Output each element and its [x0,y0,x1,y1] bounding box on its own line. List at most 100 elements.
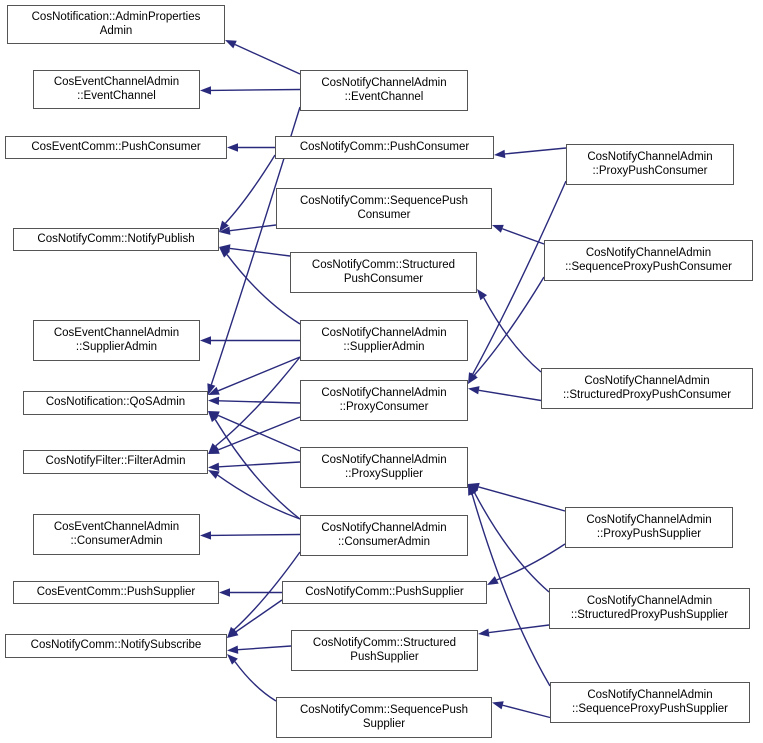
class-node-label: CosNotification::QoSAdmin [45,396,186,409]
inheritance-edge [219,244,291,257]
class-node[interactable]: CosNotifyComm::NotifySubscribe [5,634,227,658]
class-node[interactable]: CosNotifyChannelAdmin ::ProxyPushSupplie… [565,507,733,548]
inheritance-edge [492,224,545,245]
class-node[interactable]: CosNotifyComm::PushConsumer [275,136,494,159]
class-node-label: CosNotifyComm::PushSupplier [305,585,464,598]
inheritance-edge [477,289,542,373]
inheritance-edge [219,224,277,235]
class-node[interactable]: CosNotifyComm::Structured PushConsumer [290,252,477,293]
arrowhead [219,247,230,258]
arrowhead [208,386,220,395]
arrowhead [494,149,506,159]
class-node-label: CosNotifyComm::SequencePush Consumer [299,195,469,221]
arrowhead [200,86,212,95]
class-node-label: CosNotifyComm::NotifyPublish [37,232,195,245]
class-node[interactable]: CosNotifyComm::SequencePush Consumer [276,188,492,229]
arrowhead [227,628,239,638]
class-node-label: CosNotifyChannelAdmin ::ConsumerAdmin [321,522,447,548]
class-node-label: CosNotifyComm::Structured PushSupplier [312,637,457,663]
class-node-label: CosNotifyChannelAdmin ::SequenceProxyPus… [565,247,732,273]
inheritance-edge [468,386,542,402]
class-node[interactable]: CosNotifyChannelAdmin ::ProxyConsumer [300,380,468,421]
inheritance-edge [200,336,300,345]
class-node-label: CosNotifyComm::Structured PushConsumer [311,259,456,285]
class-node-label: CosNotifyChannelAdmin ::StructuredProxyP… [562,375,732,401]
class-node-label: CosEventComm::PushConsumer [31,140,201,153]
inheritance-edge [219,588,282,597]
arrowhead [200,531,212,540]
class-node[interactable]: CosNotifyChannelAdmin ::SequenceProxyPus… [544,240,753,281]
class-node[interactable]: CosEventChannelAdmin ::SupplierAdmin [33,320,200,361]
arrowhead [225,40,237,49]
inheritance-edge [208,356,301,454]
class-node-label: CosNotifyFilter::FilterAdmin [45,455,186,468]
class-node[interactable]: CosNotifyComm::Structured PushSupplier [291,630,478,671]
class-node[interactable]: CosNotifyChannelAdmin ::ProxyPushConsume… [566,144,734,185]
inheritance-edge [227,599,283,638]
class-node-label: CosNotifyComm::SequencePush Supplier [299,704,469,730]
class-node[interactable]: CosNotifyChannelAdmin ::StructuredProxyP… [549,588,750,629]
arrowhead [468,482,480,491]
arrowhead [478,628,490,637]
class-node[interactable]: CosEventComm::PushConsumer [5,136,227,159]
inheritance-edge [225,40,301,75]
class-node-label: CosEventComm::PushSupplier [36,585,196,598]
class-node[interactable]: CosNotifyChannelAdmin ::EventChannel [300,70,468,111]
arrowhead [208,445,220,454]
class-node-label: CosNotifyChannelAdmin ::StructuredProxyP… [570,595,729,621]
class-node[interactable]: CosNotifyComm::NotifyPublish [13,228,219,251]
class-node-label: CosNotifyChannelAdmin ::ProxySupplier [321,454,447,480]
arrowhead [208,462,220,472]
class-node[interactable]: CosNotifyChannelAdmin ::StructuredProxyP… [541,368,753,409]
inheritance-edge [200,531,301,540]
class-node[interactable]: CosNotifyChannelAdmin ::SupplierAdmin [300,320,468,361]
arrowhead [208,470,220,479]
inheritance-edge [208,356,301,395]
inheritance-edge [468,276,545,384]
inheritance-edge [219,154,276,232]
inheritance-edge [208,396,301,405]
arrowhead [227,143,238,152]
inheritance-edge [494,147,567,159]
arrowhead [200,336,211,345]
class-node[interactable]: CosEventChannelAdmin ::EventChannel [33,70,200,109]
class-node[interactable]: CosNotifyChannelAdmin ::ProxySupplier [300,447,468,488]
class-node[interactable]: CosNotifyChannelAdmin ::SequenceProxyPus… [550,682,750,723]
class-node-label: CosNotifyChannelAdmin ::SupplierAdmin [321,327,447,353]
inheritance-edge [227,143,275,152]
inheritance-edge [208,461,301,472]
arrowhead [487,576,499,585]
class-node[interactable]: CosNotifyComm::SequencePush Supplier [276,697,492,738]
inheritance-edge [227,654,277,702]
class-node-label: CosNotification::AdminProperties Admin [31,11,201,37]
class-node-label: CosEventChannelAdmin ::SupplierAdmin [53,327,180,353]
class-node[interactable]: CosNotifyFilter::FilterAdmin [23,450,208,474]
arrowhead [468,372,478,384]
arrowhead [492,224,504,233]
class-node-label: CosNotifyChannelAdmin ::ProxyPushSupplie… [586,514,712,540]
class-node-label: CosEventChannelAdmin ::ConsumerAdmin [53,521,180,547]
inheritance-edge [478,624,550,637]
class-node[interactable]: CosNotification::AdminProperties Admin [7,5,225,44]
class-node[interactable]: CosNotifyChannelAdmin ::ConsumerAdmin [300,515,468,556]
arrowhead [208,396,220,405]
arrowhead [227,645,239,654]
class-node-label: CosNotifyChannelAdmin ::EventChannel [321,77,447,103]
inheritance-edge [208,411,301,520]
arrowhead [219,220,229,232]
arrowhead [477,289,488,301]
class-node[interactable]: CosNotification::QoSAdmin [23,391,208,415]
class-node-label: CosNotifyChannelAdmin ::ProxyConsumer [321,387,447,413]
class-node[interactable]: CosEventChannelAdmin ::ConsumerAdmin [33,514,200,555]
arrowhead [468,386,480,395]
arrowhead [207,383,216,395]
arrowhead [219,588,230,597]
class-node-label: CosEventChannelAdmin ::EventChannel [53,76,180,102]
class-node[interactable]: CosNotifyComm::PushSupplier [282,581,487,604]
class-node-label: CosNotifyComm::PushConsumer [299,140,470,153]
arrowhead [219,244,231,253]
arrowhead [208,443,219,454]
class-node[interactable]: CosEventComm::PushSupplier [13,581,219,604]
